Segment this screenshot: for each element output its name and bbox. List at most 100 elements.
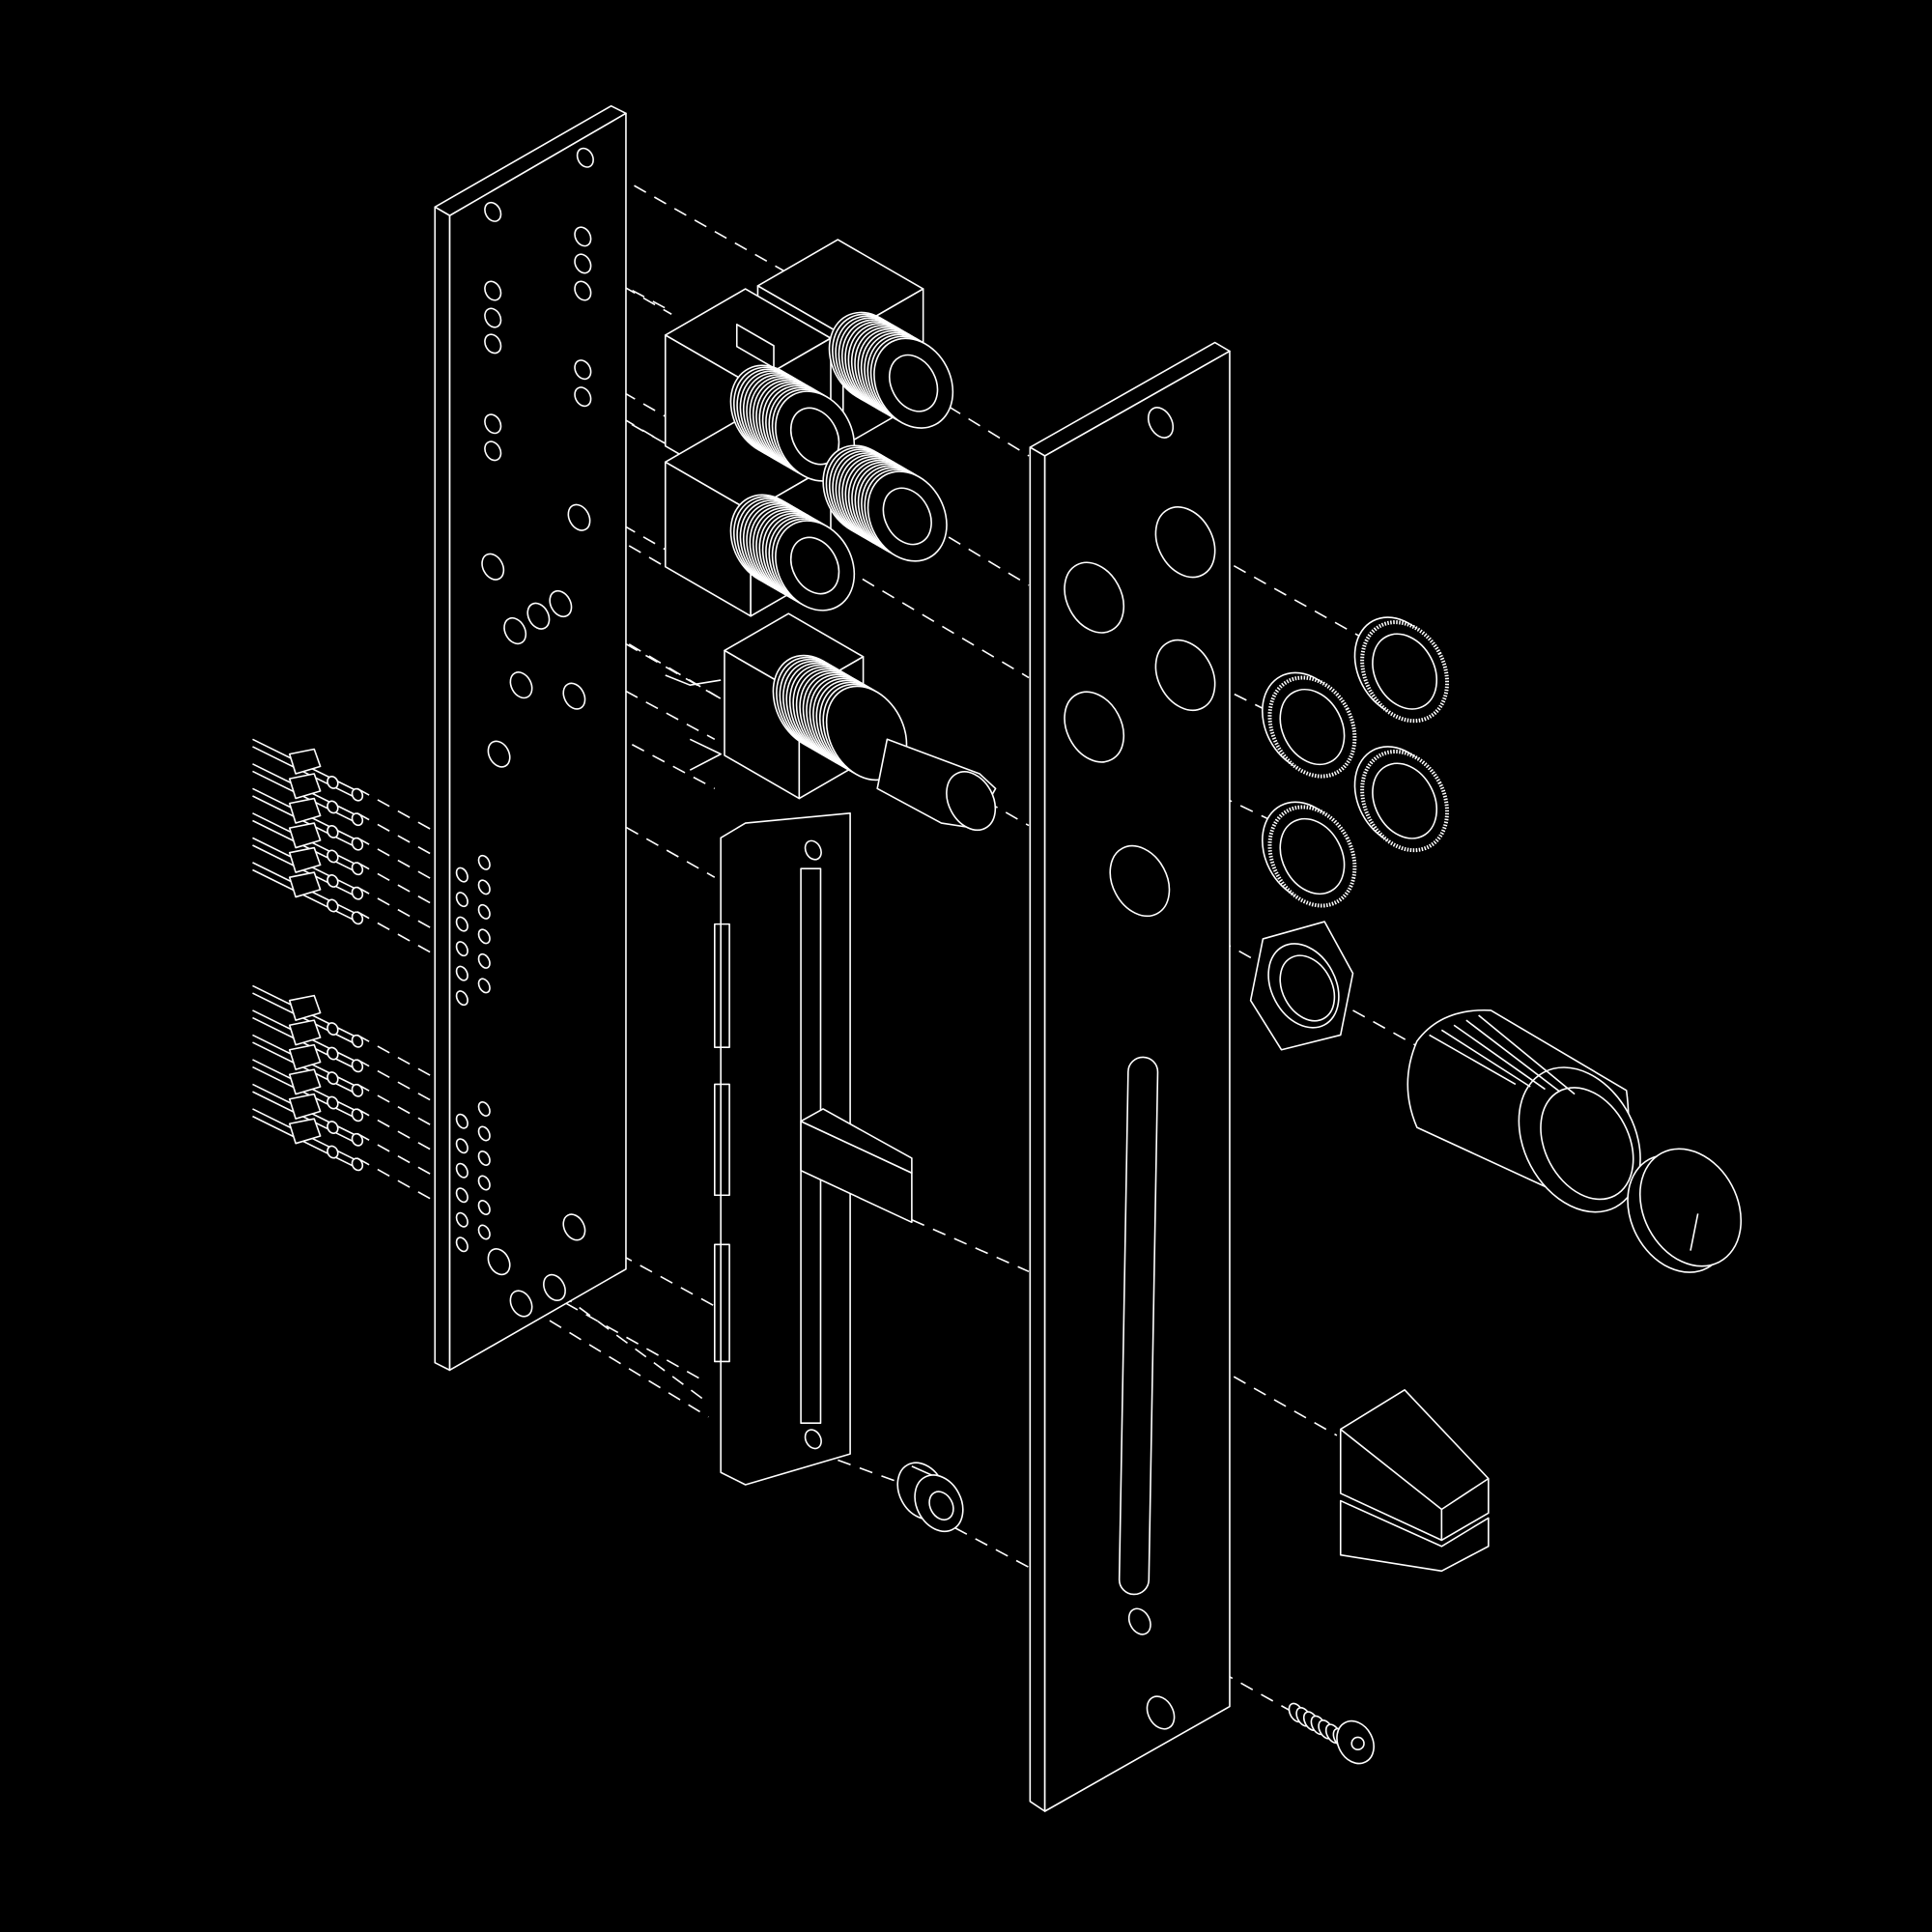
header-hole [454,1113,469,1130]
guide-line [357,912,438,956]
pin-tip [326,1095,340,1111]
pcb-hole [506,1287,536,1320]
header-hole [454,1186,469,1204]
jack-hole [1144,630,1226,721]
header-hole [476,1223,492,1240]
front-components [888,603,1760,1771]
pin-spacer [290,1045,321,1070]
jack-bore [874,480,941,554]
pcb-hole [572,384,594,409]
pin [252,771,356,823]
pcb-hole [482,278,504,302]
jack-hole [1053,553,1135,643]
components [252,240,1005,1485]
guide-line [1353,1010,1442,1060]
pcb-hole [482,200,504,224]
pin [252,993,356,1045]
guide-line [589,523,666,567]
pin [252,820,356,872]
pcb-hole [478,551,508,583]
panel-hole [1124,1605,1154,1637]
pin-tip [326,1021,340,1037]
jack-hole [1144,497,1226,587]
header-hole [476,854,492,871]
guide-line [560,1293,702,1398]
header-hole [476,952,492,970]
guide-line [591,269,666,308]
header-hole [454,940,469,957]
header-hole [454,1137,469,1154]
pin-tip [326,1145,340,1160]
guide-line [529,1309,708,1417]
knurled-nut [1338,603,1463,736]
jack-bore [781,529,848,603]
guide-line [357,887,438,931]
pcb-hole [572,251,594,275]
knob-rib [1454,1025,1545,1089]
jack-hole [1098,836,1180,926]
screw-socket [1351,1737,1364,1749]
pin-tip [326,775,340,790]
guide-line [357,1133,438,1178]
pcb-hole [500,614,530,647]
guide-line [912,1220,1029,1272]
spacer [888,1455,972,1540]
pin-tip [326,824,340,839]
knob-cap [1608,1131,1761,1291]
cap-edge [1441,1479,1488,1510]
header-hole [476,903,492,921]
nut-bore [1267,678,1356,776]
guide-line [505,1269,702,1380]
pin-spacer [290,1119,321,1144]
guide-line [591,402,666,443]
knob-rib [1430,1035,1516,1084]
jack-hole [1053,682,1135,773]
pcb-hole [506,668,536,701]
knurled-nut [1338,732,1463,866]
pin-tip [350,886,364,901]
guide-line [357,1109,438,1153]
cap-face [1620,1131,1760,1284]
guide-line [357,1084,438,1128]
pin-tip [326,848,340,864]
pot-tab [690,739,721,770]
hex-bore-inner [1269,946,1346,1030]
pin-spacer [290,996,321,1021]
guide-line [357,1158,438,1203]
header-hole [454,1236,469,1253]
guide-line [357,813,438,858]
jack-thread [808,432,961,575]
header-hole [476,977,492,994]
knob [1407,1010,1664,1234]
screw [1286,1701,1380,1770]
pin [252,870,356,923]
pin [252,747,356,799]
pcb-hole [482,412,504,436]
panel-hole [1142,1691,1179,1734]
guide-line [357,1060,438,1104]
guide-line [357,788,438,833]
pcb-hole [539,1271,569,1304]
slider-tab [715,924,729,1048]
spacer-bore [924,1488,958,1524]
pin-header [252,739,364,925]
slider-hole [802,838,824,862]
pin-tip [326,1070,340,1086]
header-hole [454,989,469,1007]
pin-tip [350,837,364,852]
pcb-hole [482,305,504,329]
guide-line [357,838,438,882]
pcb-hole [572,224,594,248]
pcb-hole [484,737,514,770]
front-panel [1030,343,1230,1811]
knurled-nut [1246,658,1372,791]
pin [252,1018,356,1070]
pin-tip [326,1046,340,1062]
slider-slot [1119,1057,1157,1595]
header-hole [476,1199,492,1216]
jack-thread [716,481,869,624]
pot-thread [757,641,923,794]
pin-tip [350,1156,364,1172]
pcb-hole [564,501,594,534]
